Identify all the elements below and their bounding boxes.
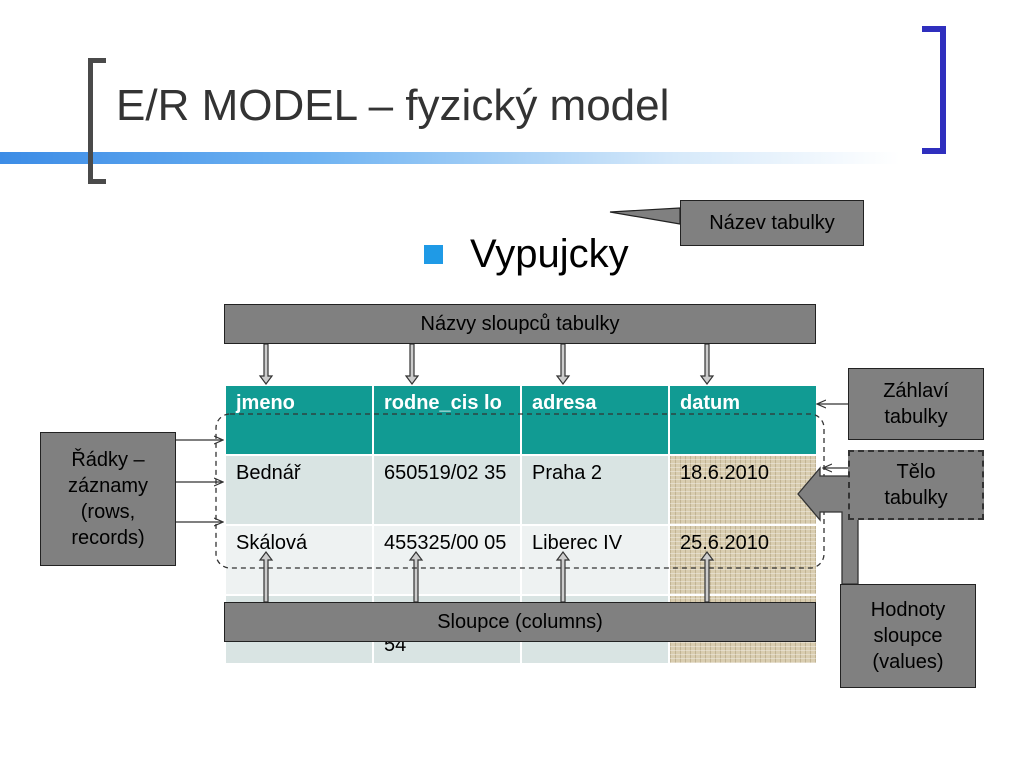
- callout-label: Řádky – záznamy (rows, records): [67, 449, 149, 549]
- callout-label: Hodnoty sloupce (values): [870, 599, 946, 673]
- callout-label: Tělo tabulky: [884, 461, 948, 509]
- callout-values: Hodnoty sloupce (values): [840, 584, 976, 688]
- column-header: adresa: [520, 384, 670, 456]
- column-header: rodne_cis lo: [372, 384, 522, 456]
- callout-label: Záhlaví tabulky: [883, 380, 949, 428]
- table-cell: Bednář: [224, 454, 374, 526]
- callout-columns: Sloupce (columns): [224, 602, 816, 642]
- callout-label: Název tabulky: [709, 212, 835, 234]
- right-bracket-decoration: [922, 26, 946, 154]
- row-arrows: [176, 440, 222, 522]
- column-name-arrows: [258, 343, 715, 385]
- table-cell: 18.6.2010: [668, 454, 818, 526]
- callout-header: Záhlaví tabulky: [848, 368, 984, 440]
- callout-label: Názvy sloupců tabulky: [420, 313, 620, 335]
- column-arrows: [258, 551, 715, 603]
- callout-rows: Řádky – záznamy (rows, records): [40, 432, 176, 566]
- table-header-row: jmeno rodne_cis lo adresa datum: [224, 384, 818, 456]
- table-cell: 650519/02 35: [372, 454, 522, 526]
- values-bent-arrow: [797, 466, 859, 585]
- table-cell: 455325/00 05: [372, 524, 522, 596]
- left-bracket-decoration: [88, 58, 106, 184]
- callout-body: Tělo tabulky: [848, 450, 984, 520]
- callout-table-name: Název tabulky: [680, 200, 864, 246]
- table-row: Bednář 650519/02 35 Praha 2 18.6.2010: [224, 454, 818, 526]
- table-cell: Liberec IV: [520, 524, 670, 596]
- table-cell: Skálová: [224, 524, 374, 596]
- table-row: Skálová 455325/00 05 Liberec IV 25.6.201…: [224, 524, 818, 596]
- callout-label: Sloupce (columns): [437, 611, 603, 633]
- bullet-table-name: Vypujcky: [470, 232, 629, 276]
- callout-tail: [609, 207, 681, 225]
- right-arrows: [818, 404, 848, 468]
- table-cell: Praha 2: [520, 454, 670, 526]
- title-underline-band: [0, 152, 900, 164]
- column-header: datum: [668, 384, 818, 456]
- table-cell: 25.6.2010: [668, 524, 818, 596]
- rows-dashed-outline: [215, 413, 825, 569]
- callout-column-names: Názvy sloupců tabulky: [224, 304, 816, 344]
- slide-title: E/R MODEL – fyzický model: [116, 81, 670, 130]
- bullet-square-icon: [424, 245, 443, 264]
- column-header: jmeno: [224, 384, 374, 456]
